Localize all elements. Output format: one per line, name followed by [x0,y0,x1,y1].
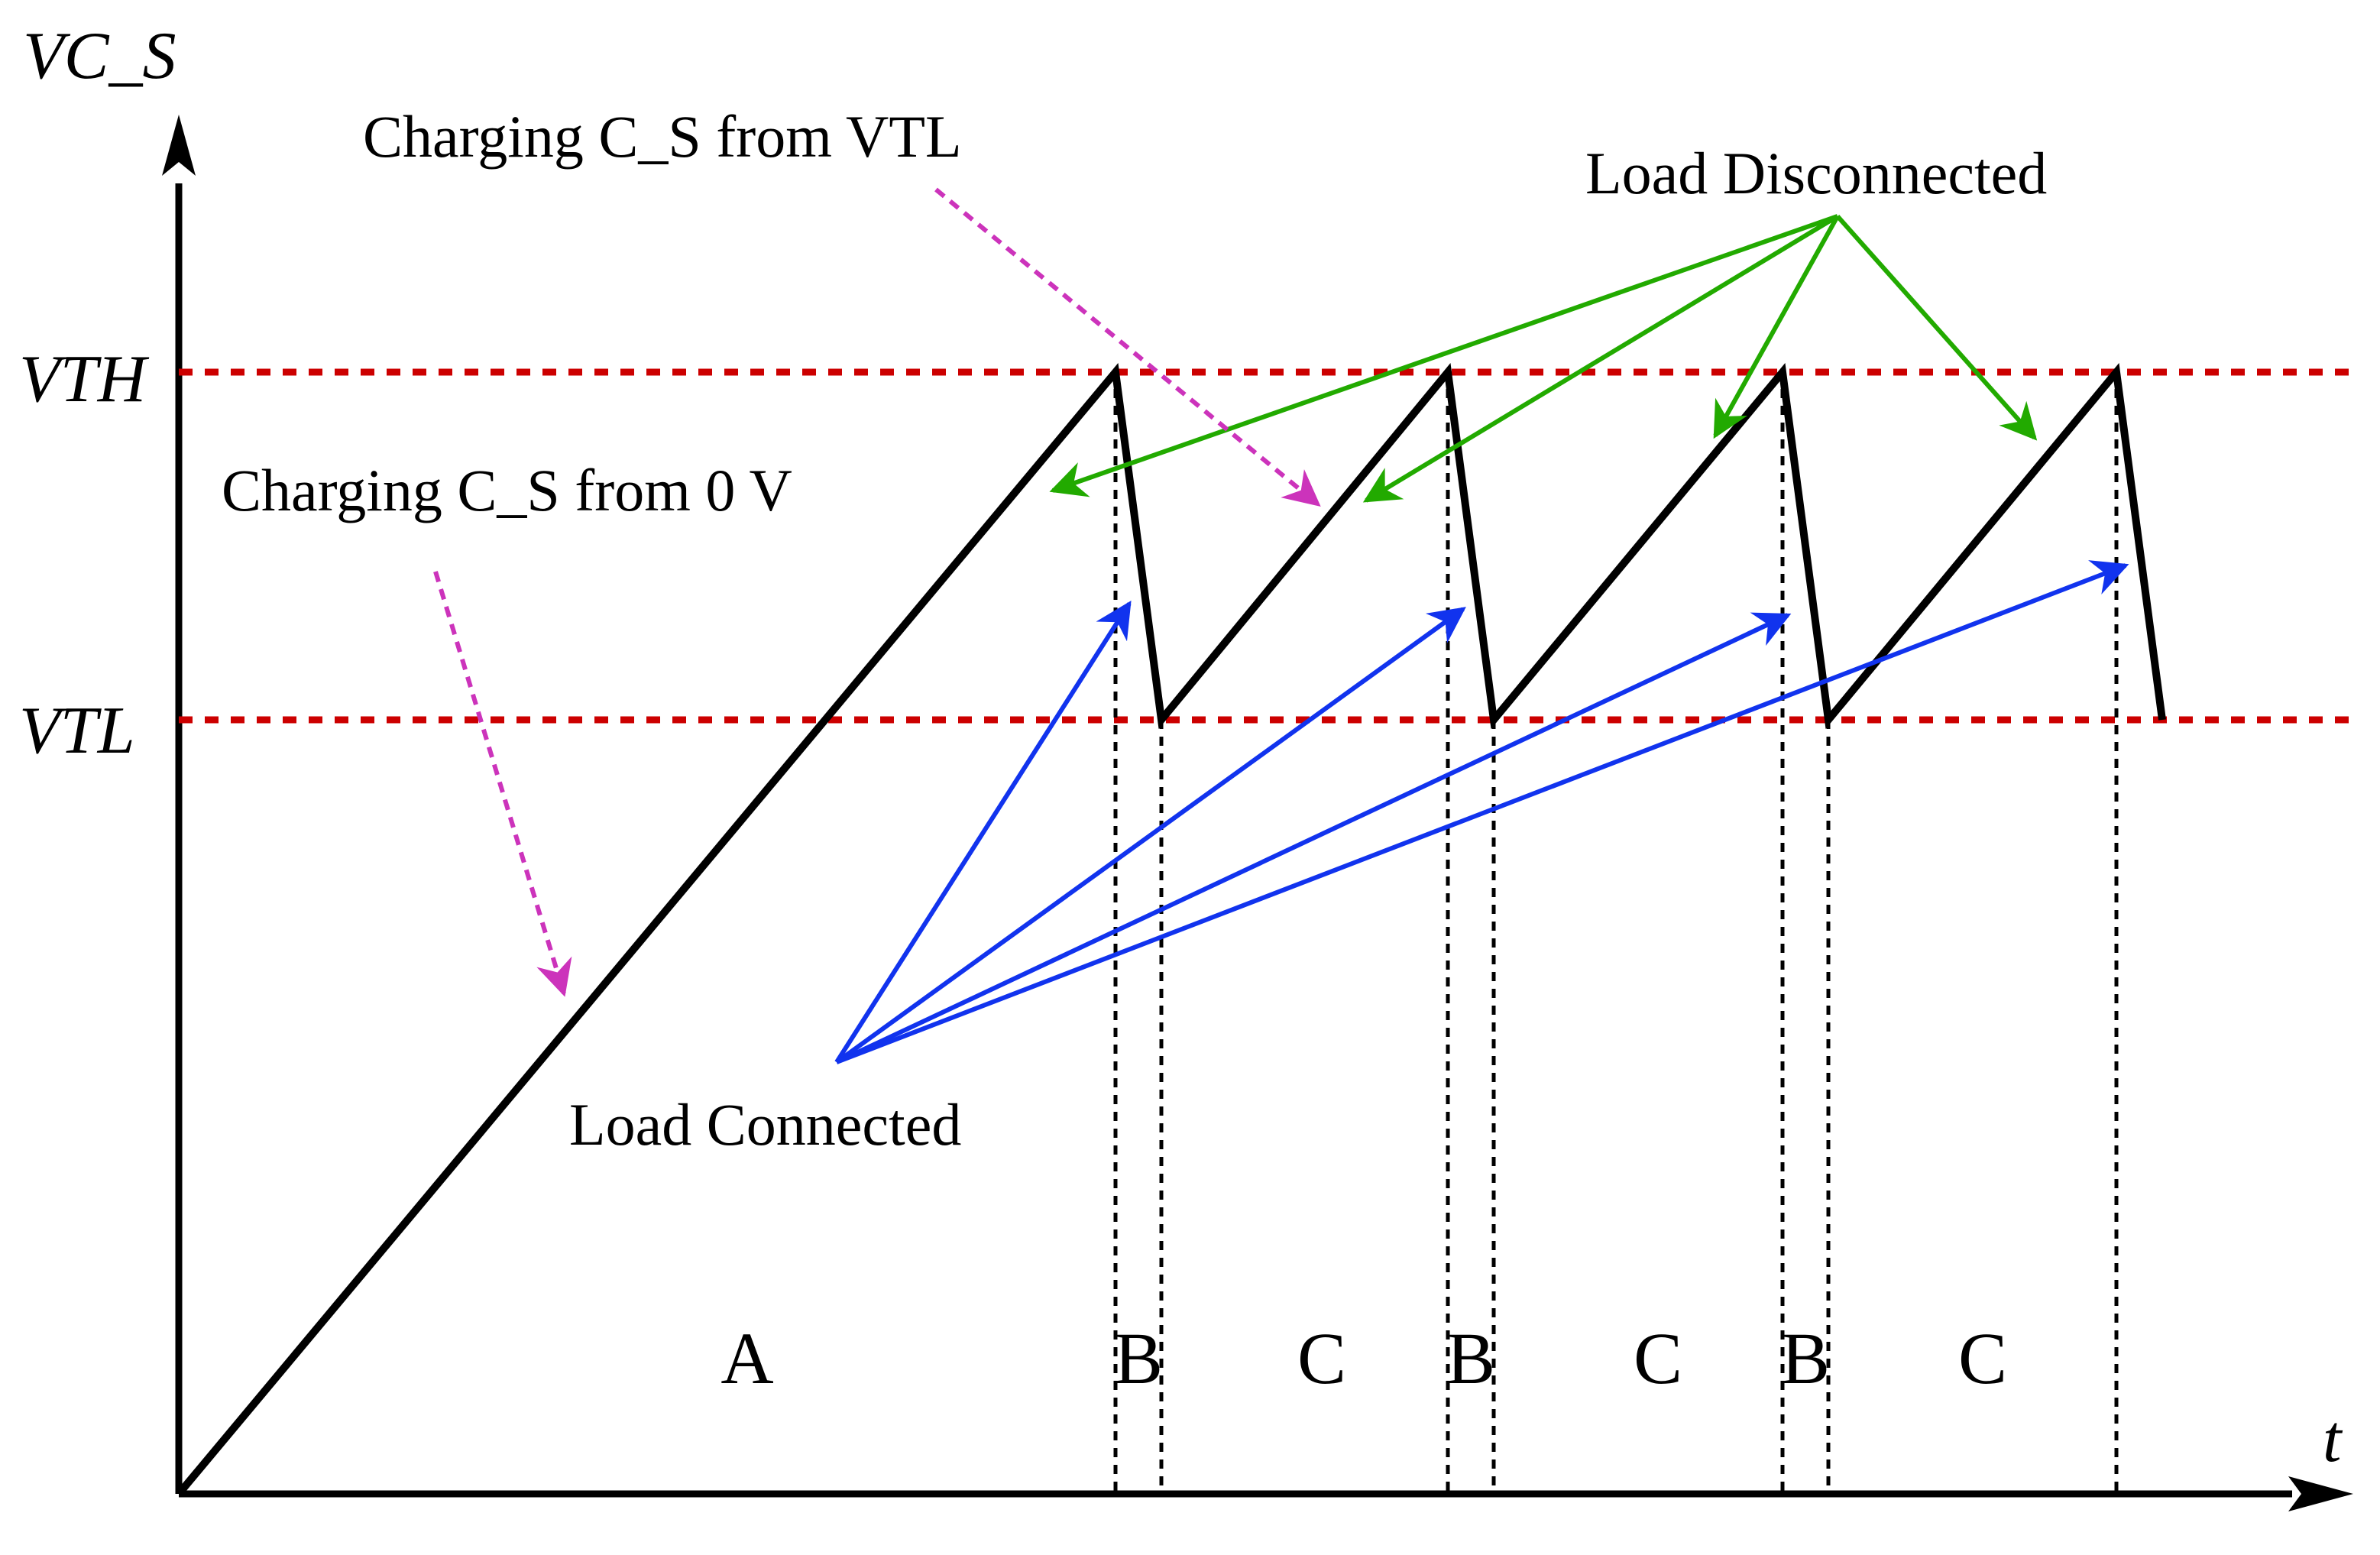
charging-from-vtl-arrow [934,187,1321,507]
load-connected-arrow [835,612,1792,1064]
load-connected-arrow [835,560,2129,1064]
load-connected-arrow [834,600,1132,1064]
load-disconnected-arrow [1049,214,1838,497]
load-disconnected-arrows [1049,214,2038,503]
charging-from-zero-label: Charging C_S from 0 V [222,457,792,523]
load-connected-label: Load Connected [569,1091,961,1158]
region-label: B [1781,1317,1830,1399]
region-label: C [1958,1317,2007,1399]
load-connected-arrows [834,560,2129,1064]
load-connected-arrow [835,607,1466,1064]
region-label: B [1446,1317,1495,1399]
vtl-label: VTL [19,694,135,768]
axes [162,115,2353,1511]
region-label: C [1297,1317,1346,1399]
charging-arrows [433,187,1321,997]
capacitor-voltage-waveform [176,362,2166,1497]
x-axis-label: t [2323,1402,2343,1476]
vth-label: VTH [19,342,150,416]
charging-from-vtl-label: Charging C_S from VTL [363,103,962,170]
charging-from-zero-arrow [433,571,572,997]
load-disconnected-label: Load Disconnected [1585,140,2047,206]
region-label: C [1634,1317,1682,1399]
y-axis-arrowhead [162,115,196,176]
y-axis-label: VC_S [23,19,176,93]
region-label: A [720,1317,773,1399]
load-disconnected-arrow [1835,215,2038,441]
x-axis-arrowhead [2288,1476,2353,1511]
region-labels: A B C B C B C [720,1317,2007,1399]
load-disconnected-arrow [1362,214,1839,503]
region-label: B [1114,1317,1163,1399]
load-disconnected-arrow [1713,215,1840,439]
